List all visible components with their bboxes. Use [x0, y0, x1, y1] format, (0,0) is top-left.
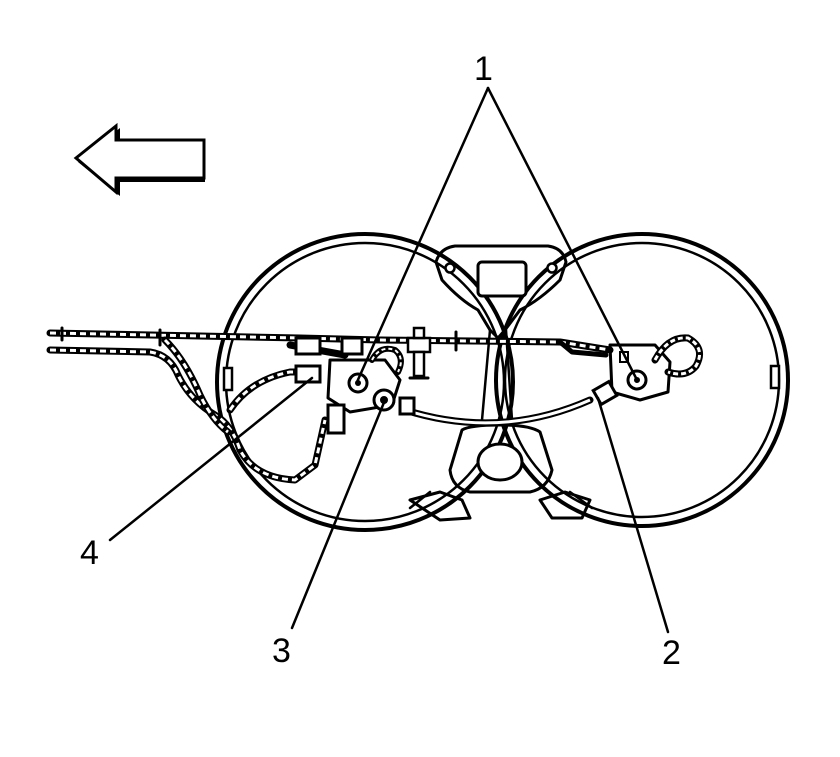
upper-saddle-strap: [434, 244, 568, 422]
lower-saddle-strap: [408, 423, 594, 522]
left-arrow-icon: [73, 122, 206, 196]
left-fuel-pump-module: [294, 336, 416, 435]
right-fuel-sender-module: [591, 334, 704, 407]
fuel-lines: [46, 326, 614, 484]
callout-3: 3: [272, 632, 291, 670]
callout-4: 4: [80, 534, 99, 572]
vapor-tee-fitting: [406, 326, 432, 380]
callout-leader-lines: [108, 86, 670, 634]
callout-1: 1: [474, 50, 493, 88]
fuel-tank-body: [215, 232, 790, 532]
callout-2: 2: [662, 634, 681, 672]
